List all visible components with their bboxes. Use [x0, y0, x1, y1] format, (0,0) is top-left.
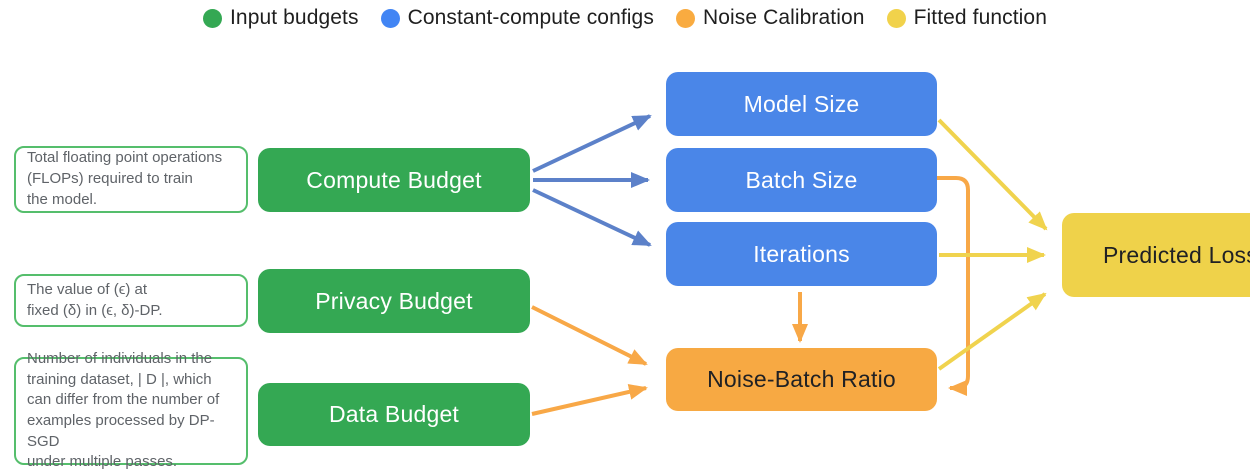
legend-label: Constant-compute configs: [407, 6, 654, 29]
arrow-noise-batch-ratio-to-predicted-loss: [937, 292, 1047, 371]
legend-label: Noise Calibration: [702, 6, 865, 29]
node-model-size: Model Size: [666, 72, 937, 136]
node-batch-size: Batch Size: [666, 148, 937, 212]
legend-item-noise-calibration: Noise Calibration: [675, 6, 865, 30]
green-dot-icon: [203, 8, 222, 28]
legend-item-constant-compute-configs: Constant-compute configs: [380, 6, 654, 30]
legend-item-input-budgets: Input budgets: [203, 6, 359, 30]
legend-item-fitted-function: Fitted function: [886, 6, 1047, 30]
note-compute-budget: Total floating point operations (FLOPs) …: [14, 146, 248, 213]
arrow-data-to-noise-batch-ratio: [531, 383, 648, 416]
yellow-dot-icon: [886, 8, 906, 28]
note-privacy-budget: The value of (ϵ) at fixed (δ) in (ϵ, δ)-…: [14, 274, 248, 327]
arrow-compute-to-model-size: [532, 114, 652, 173]
node-noise-batch-ratio: Noise-Batch Ratio: [666, 348, 937, 411]
legend-label: Input budgets: [230, 6, 359, 29]
arrow-compute-to-iterations: [532, 188, 652, 247]
node-compute-budget: Compute Budget: [258, 148, 530, 212]
note-data-budget: Number of individuals in the training da…: [14, 350, 248, 469]
arrow-privacy-to-noise-batch-ratio: [531, 305, 648, 366]
node-privacy-budget: Privacy Budget: [258, 269, 530, 333]
arrow-batch-size-to-noise-batch-ratio: [936, 176, 970, 396]
node-iterations: Iterations: [666, 222, 937, 286]
blue-dot-icon: [380, 8, 400, 28]
legend: Input budgets Constant-compute configs N…: [0, 6, 1250, 30]
node-predicted-loss: Predicted Loss: [1062, 213, 1250, 297]
orange-dot-icon: [675, 8, 695, 28]
node-data-budget: Data Budget: [258, 383, 530, 446]
legend-label: Fitted function: [913, 6, 1047, 29]
arrow-model-size-to-predicted-loss: [937, 118, 1048, 231]
